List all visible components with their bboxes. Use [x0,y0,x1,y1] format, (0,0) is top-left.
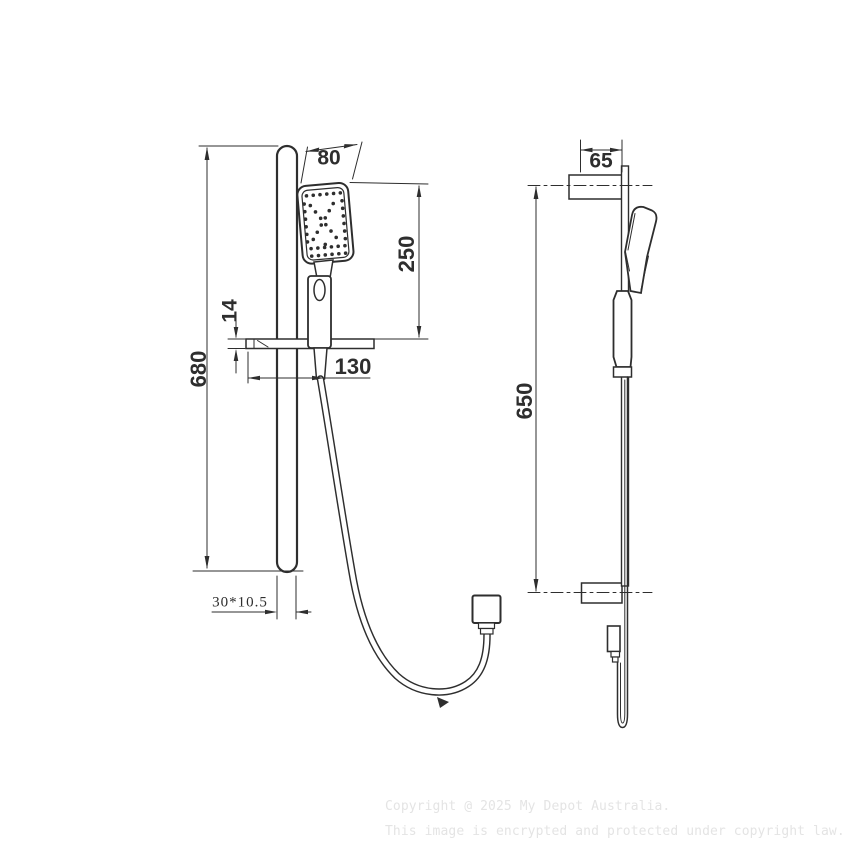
centerlines [527,185,653,593]
dim-label-680: 680 [186,350,211,388]
handle-front [307,275,332,349]
handle-button [313,278,326,302]
rail-front [275,144,299,574]
dim-label-80: 80 [317,146,341,170]
side-view [527,139,658,729]
hose-side [616,376,629,729]
dimension-250 [331,182,429,340]
wall-connector-front [471,594,502,635]
dim-label-650: 650 [512,382,537,420]
hose-tick [437,697,449,708]
dimension-680 [192,145,304,572]
top-bracket-side [568,174,624,200]
dimension-rail-profile [211,575,312,620]
dim-label-130: 130 [334,354,372,379]
dimension-650 [533,186,539,592]
hand-shower-head-side [624,205,658,295]
copyright-line-1: Copyright @ 2025 My Depot Australia. [385,799,671,814]
copyright-line-2: This image is encrypted and protected un… [385,824,845,839]
dimension-14 [227,312,246,374]
spray-dots [302,191,348,258]
handle-tail [313,347,328,380]
hand-shower-head [296,181,355,265]
dim-label-rail-profile: 30*10.5 [212,594,268,611]
wall-elbow-side [606,625,621,663]
handle-side [612,290,633,378]
hose-front [316,375,491,708]
front-view [192,141,502,708]
dimension-130 [247,351,371,384]
dimension-80 [300,141,363,184]
dimension-65 [580,139,623,173]
dim-label-14: 14 [218,299,242,323]
dim-label-250: 250 [394,235,419,273]
dim-label-65: 65 [589,149,613,173]
